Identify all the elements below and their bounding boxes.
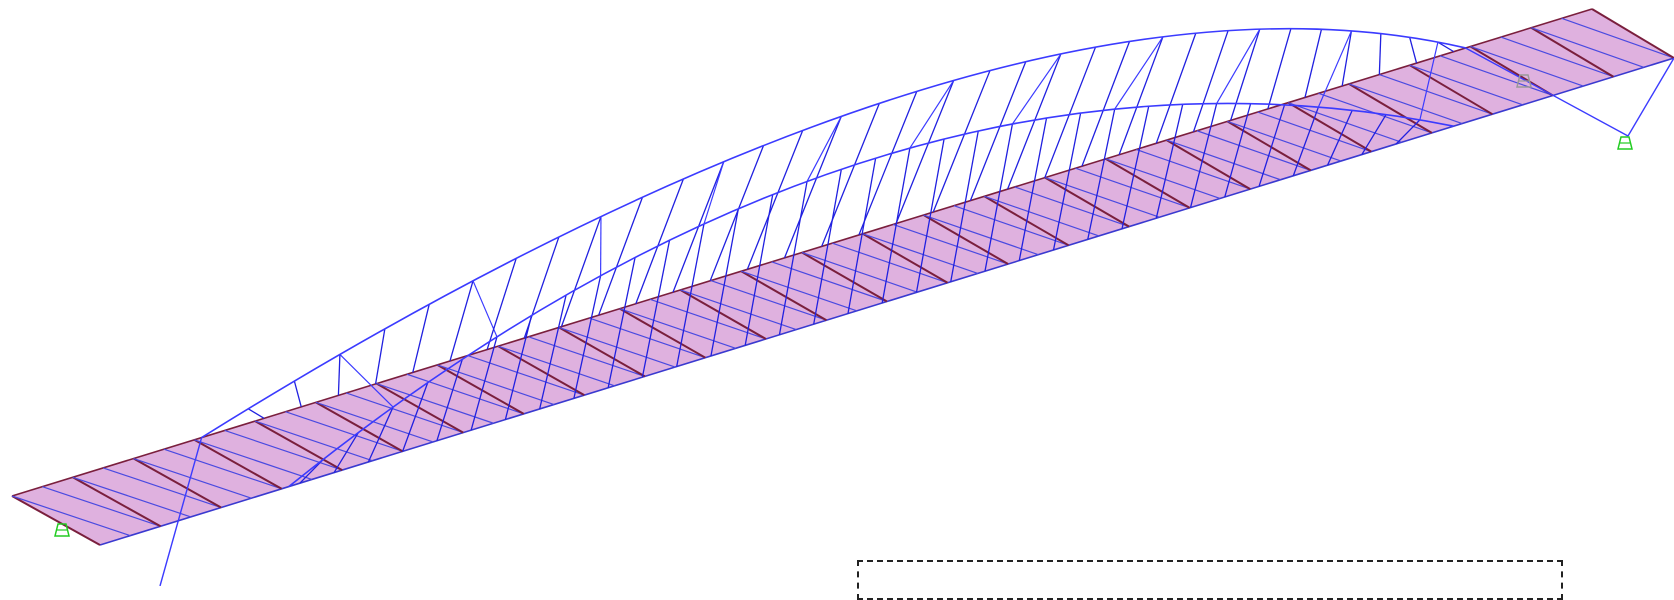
hanger [710,146,763,281]
hanger [1119,37,1163,155]
hanger [1305,29,1321,97]
hanger [413,304,429,372]
arch-rib-back [202,29,1466,438]
model-viewport[interactable] [0,0,1674,586]
hanger [933,71,990,212]
hanger [248,409,264,418]
hanger [338,354,339,395]
hanger [1231,29,1260,120]
hanger [487,258,516,349]
hanger [1193,31,1228,132]
bridge-model[interactable] [0,0,1674,586]
hanger [1156,33,1195,143]
hanger [1342,31,1351,86]
deck-surface[interactable] [12,9,1674,545]
hanger [1379,34,1380,75]
hanger [376,329,385,384]
hanger [294,381,301,407]
hanger [859,91,917,235]
selection-rectangle[interactable] [857,560,1563,600]
hanger [1008,54,1061,189]
hanger [1268,29,1291,109]
wind-brace [1217,29,1260,103]
hanger [450,281,473,361]
wind-brace [1012,54,1060,124]
hanger [822,103,880,246]
wind-brace [1115,37,1163,109]
hanger [1410,37,1417,63]
wind-brace [704,162,724,224]
hanger [896,80,954,223]
